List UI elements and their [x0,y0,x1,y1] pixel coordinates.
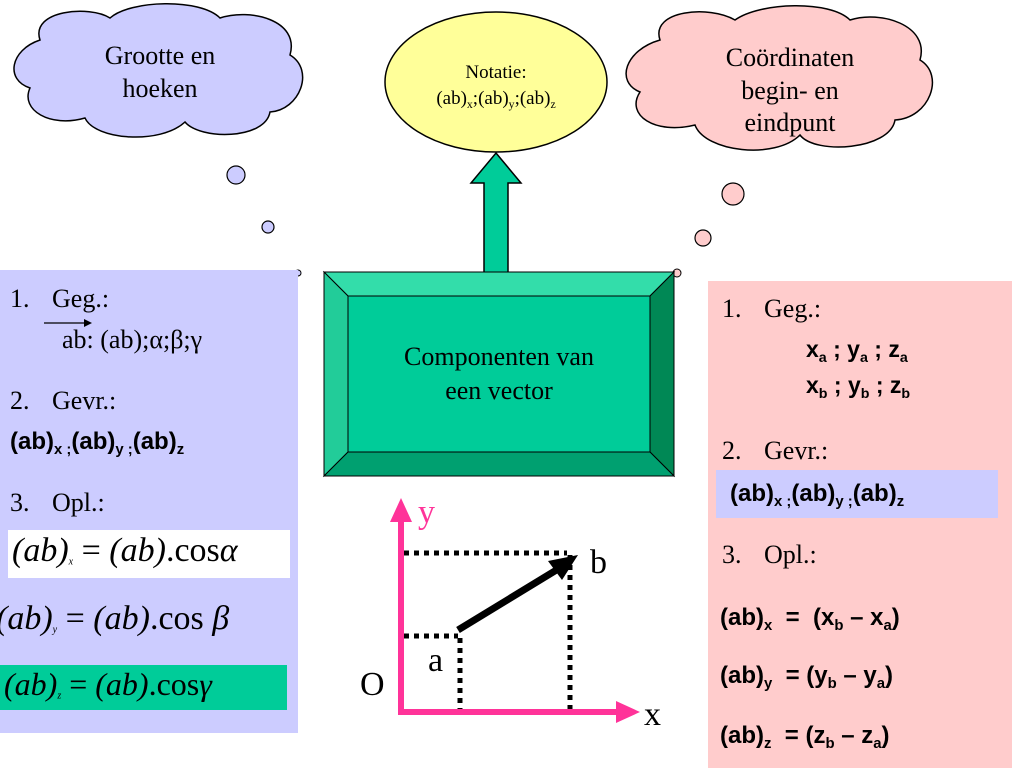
up-arrow-icon [469,151,523,276]
right-eq-y: (ab)y = (yb – ya) [720,662,894,693]
y-axis-arrow-icon [390,498,412,522]
left-item3: 3. Opl.: [10,488,105,518]
formula-z-box [0,665,287,710]
thought-bubble-left-1 [226,165,246,185]
left-item3-num: 3. [10,488,30,517]
center-title: Componenten van een vector [352,340,646,408]
right-item3-num: 3. [722,540,742,569]
center-title-line2: een vector [445,375,553,405]
left-item1: 1. Geg.: [10,284,109,314]
right-item2-num: 2. [722,436,742,465]
right-eq-x: (ab)x = (xb – xa) [720,604,900,635]
vector-ab [456,563,565,633]
right-item1-num: 1. [722,294,742,323]
formula-x-box [8,530,290,578]
formula-z: (ab)z = (ab).cosγ [4,666,212,702]
cloud-left-text: Grootte en hoeken [104,41,216,103]
thought-bubble-left-2 [261,220,275,234]
formula-x: (ab)x = (ab).cosα [12,532,238,569]
left-item1-num: 1. [10,284,30,313]
notation-title: Notatie: [465,62,527,83]
left-item2-label: Gevr.: [52,386,117,415]
point-b-label: b [590,544,607,581]
point-a-label: a [428,642,444,679]
left-item3-label: Opl.: [52,488,105,517]
right-item3: 3. Opl.: [722,540,817,570]
origin-label: O [360,666,385,703]
thought-bubble-right-1 [721,182,745,206]
coordinate-diagram [390,498,640,723]
notation-formula: (ab)x;(ab)y;(ab)z [436,87,556,111]
left-item1-label: Geg.: [52,284,110,313]
vector-arrowhead-icon [548,555,578,580]
right-item1-label: Geg.: [764,294,822,323]
cloud-left [13,3,304,138]
left-item2-num: 2. [10,386,30,415]
formula-y: (ab)y = (ab).cos β [0,600,230,637]
cloud-right-line2: begin- en [741,75,839,105]
right-coords-b: xb ; yb ; zb [806,372,911,402]
center-bevel-box [322,270,676,478]
notation-text: Notatie: (ab)x;(ab)y;(ab)z [400,60,592,113]
right-eq-z: (ab)z = (zb – za) [720,722,890,753]
left-panel-bg [0,270,298,733]
thought-bubble-right-2 [694,229,712,247]
x-axis-label: x [644,696,661,733]
right-coords-a: xa ; ya ; za [806,336,908,366]
cloud-right-line3: eindpunt [744,108,836,137]
left-item1-value: ab: (ab);α;β;γ [62,325,203,354]
right-item2: 2. Gevr.: [722,436,828,466]
cloud-right [625,5,934,151]
cloud-right-text: Coördinaten begin- en eindpunt [690,42,890,140]
right-item3-label: Opl.: [764,540,817,569]
x-axis-arrow-icon [616,701,640,723]
right-item2-value: (ab)x ;(ab)y ;(ab)z [730,480,905,511]
cloud-right-line1: Coördinaten [725,43,855,72]
right-item1: 1. Geg.: [722,294,821,324]
left-item2: 2. Gevr.: [10,386,116,416]
left-item2-value: (ab)x ;(ab)y ;(ab)z [10,428,185,459]
center-title-line1: Componenten van [404,342,594,371]
right-panel-bg [708,281,1012,768]
right-item2-label: Gevr.: [764,436,829,465]
y-axis-label: y [418,494,435,531]
right-gevr-highlight [716,470,998,518]
vector-arrow-icon [44,319,92,327]
